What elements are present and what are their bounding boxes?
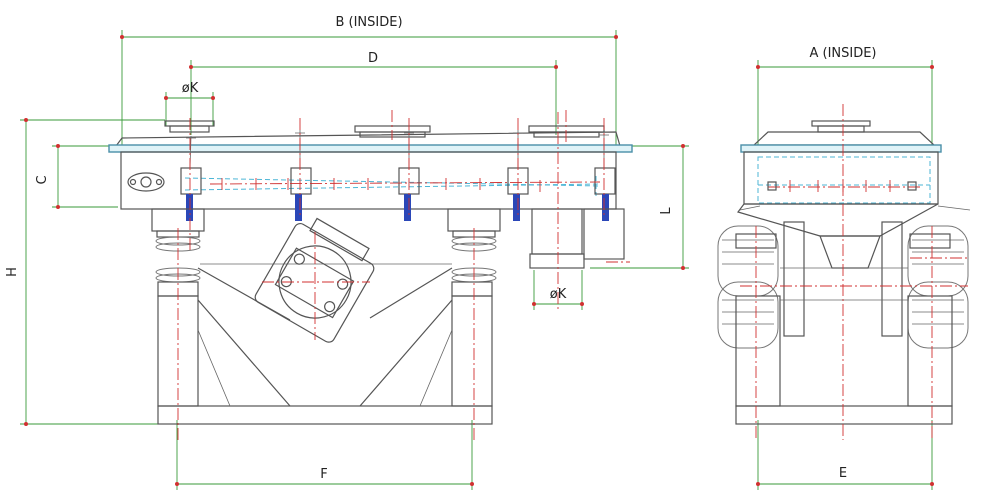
motor-centerline — [262, 232, 370, 340]
end-view-centerlines — [740, 104, 970, 440]
dimension-k-top-label: øK — [182, 81, 199, 96]
dimension-a-label: A (INSIDE) — [809, 46, 876, 61]
springs-side — [155, 236, 497, 283]
hanger-lugs — [180, 167, 616, 195]
outlet-chute — [529, 208, 630, 269]
dimension-b-label: B (INSIDE) — [335, 15, 402, 30]
rod-3 — [404, 194, 411, 221]
dimension-l: L — [590, 144, 689, 270]
dimension-d-label: D — [368, 51, 378, 66]
vibration-motor — [254, 217, 375, 343]
end-view: A (INSIDE) E — [717, 46, 971, 490]
dimension-k-top: øK — [164, 81, 215, 126]
base-frame-end — [735, 221, 953, 425]
base-frame-side — [157, 263, 493, 425]
dimension-c: C — [35, 144, 118, 209]
centerline-markers — [209, 178, 601, 192]
dimension-d: D — [189, 51, 558, 135]
side-view-centerlines — [177, 110, 605, 440]
dimension-b: B (INSIDE) — [120, 15, 618, 145]
rod-2 — [295, 194, 302, 221]
dimension-c-label: C — [35, 175, 50, 184]
dimension-a: A (INSIDE) — [756, 46, 934, 145]
dimension-e-label: E — [839, 466, 847, 481]
dimension-e: E — [756, 420, 934, 490]
dimension-f-label: F — [320, 467, 327, 482]
dimension-h: H — [5, 118, 165, 426]
rod-4 — [513, 194, 520, 221]
end-inlet — [811, 120, 871, 133]
bearing-housing — [127, 172, 165, 192]
end-screen-box — [737, 131, 971, 269]
dimension-l-label: L — [659, 207, 674, 215]
rod-5 — [602, 194, 609, 221]
rod-1 — [186, 194, 193, 221]
side-view: B (INSIDE) D øK C — [5, 15, 689, 490]
inlet-flange — [164, 120, 215, 133]
screen-box — [108, 130, 633, 221]
dimension-h-label: H — [5, 267, 20, 277]
dimension-f: F — [175, 420, 474, 490]
